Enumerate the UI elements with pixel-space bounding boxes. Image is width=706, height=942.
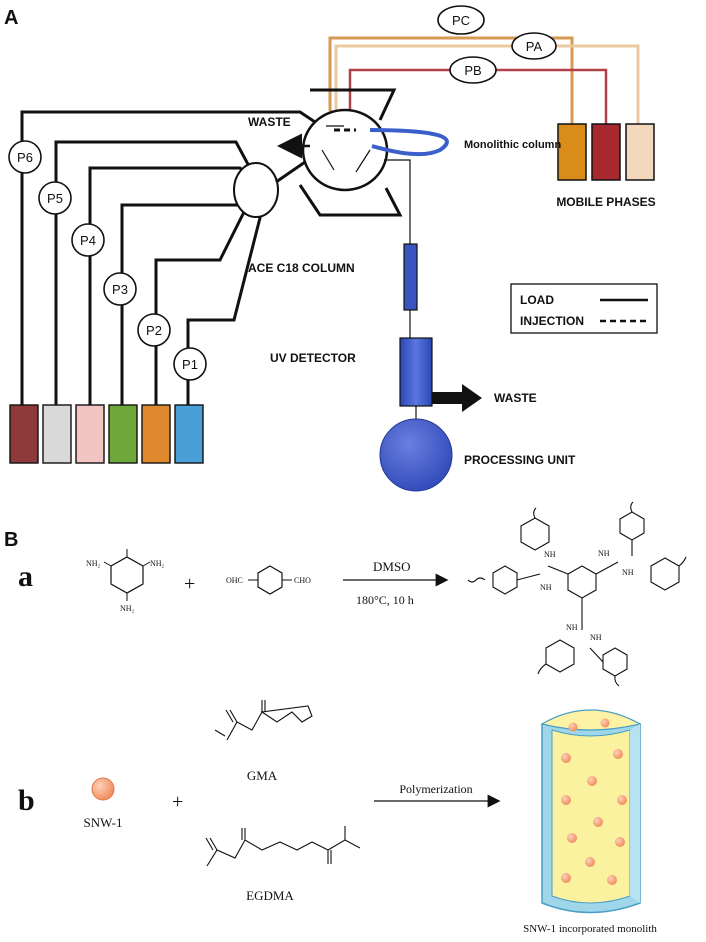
monolith-label: SNW-1 incorporated monolith xyxy=(523,923,657,935)
reagent-label: DMSO xyxy=(373,559,411,574)
monolithic-column-loop xyxy=(369,128,449,157)
sample-bottle-5 xyxy=(141,404,171,464)
panel-a-label: A xyxy=(4,7,18,29)
pump-p4: P4 xyxy=(71,223,105,257)
pump-p2: P2 xyxy=(137,313,171,347)
melamine-nh2-left: NH₂ xyxy=(86,559,101,568)
pump-p6-label: P6 xyxy=(17,150,33,165)
nh-label-3: NH xyxy=(598,549,610,558)
ace-c18-column xyxy=(403,243,418,311)
sample-bottle-2 xyxy=(42,404,72,464)
row-a-label: a xyxy=(18,560,33,593)
processing-unit-label: PROCESSING UNIT xyxy=(464,453,576,467)
mobile-phases-label: MOBILE PHASES xyxy=(556,195,655,209)
pump-pb: PB xyxy=(449,56,497,84)
aldehyde-right: CHO xyxy=(294,576,311,585)
pump-pc: PC xyxy=(437,5,485,35)
legend: LOAD INJECTION xyxy=(510,283,658,334)
sample-bottle-3 xyxy=(75,404,105,464)
sample-bottle-4 xyxy=(108,404,138,464)
pump-p4-label: P4 xyxy=(80,233,96,248)
panel-a: A PC PA PB MOBILE PHASES xyxy=(4,5,658,492)
pump-p6: P6 xyxy=(8,140,42,174)
nh-label-1: NH xyxy=(544,550,556,559)
legend-load-label: LOAD xyxy=(520,293,554,307)
plus-b: + xyxy=(172,791,183,813)
snw1-label: SNW-1 xyxy=(84,815,123,830)
pump-pc-label: PC xyxy=(452,13,470,28)
snw1-structure xyxy=(467,501,687,687)
sample-bottles xyxy=(9,404,204,464)
waste-top-label: WASTE xyxy=(248,115,291,129)
melamine-nh2-right: NH₂ xyxy=(150,559,165,568)
mobile-phase-bottles xyxy=(557,123,655,181)
panel-b: B a NH₂ NH₂ NH₂ + OHC CHO DMSO 180°C, 10… xyxy=(4,501,687,935)
conditions-label: 180°C, 10 h xyxy=(356,593,414,607)
egdma-structure xyxy=(205,826,361,867)
processing-unit xyxy=(379,418,453,492)
pump-p3: P3 xyxy=(103,272,137,306)
gma-structure xyxy=(214,700,313,741)
nh-label-5: NH xyxy=(566,623,578,632)
snw1-particle xyxy=(91,777,115,801)
melamine-structure: NH₂ NH₂ NH₂ xyxy=(86,549,165,613)
pump-p1: P1 xyxy=(173,347,207,381)
sample-bottle-6 xyxy=(174,404,204,464)
selection-valve xyxy=(233,162,279,218)
waste-bottom-label: WASTE xyxy=(494,391,537,405)
egdma-label: EGDMA xyxy=(246,888,294,903)
pump-pa: PA xyxy=(511,32,557,60)
melamine-nh2-bottom: NH₂ xyxy=(120,604,135,613)
nh-label-6: NH xyxy=(590,633,602,642)
panel-b-label: B xyxy=(4,529,18,551)
pump-pa-label: PA xyxy=(526,39,543,54)
nh-label-2: NH xyxy=(540,583,552,592)
uv-detector-label: UV DETECTOR xyxy=(270,351,356,365)
pump-p3-label: P3 xyxy=(112,282,128,297)
uv-detector xyxy=(399,337,433,407)
nh-label-4: NH xyxy=(622,568,634,577)
aldehyde-left: OHC xyxy=(226,576,243,585)
legend-injection-label: INJECTION xyxy=(520,314,584,328)
ace-column-label: ACE C18 COLUMN xyxy=(248,261,355,275)
pump-p1-label: P1 xyxy=(182,357,198,372)
bottle-pb xyxy=(591,123,621,181)
gma-label: GMA xyxy=(247,768,278,783)
waste-arrow-icon xyxy=(432,384,482,412)
pump-p5-label: P5 xyxy=(47,191,63,206)
bottle-pc xyxy=(557,123,587,181)
row-b-label: b xyxy=(18,784,35,817)
plus-a: + xyxy=(184,573,195,595)
bottle-pa xyxy=(625,123,655,181)
pump-p2-label: P2 xyxy=(146,323,162,338)
monolith-illustration xyxy=(540,709,642,914)
polymerization-label: Polymerization xyxy=(399,782,472,796)
pump-p5: P5 xyxy=(38,181,72,215)
monolithic-column-label: Monolithic column xyxy=(464,139,561,151)
terephthalaldehyde-structure: OHC CHO xyxy=(226,565,311,595)
sample-bottle-1 xyxy=(9,404,39,464)
pump-pb-label: PB xyxy=(464,63,481,78)
